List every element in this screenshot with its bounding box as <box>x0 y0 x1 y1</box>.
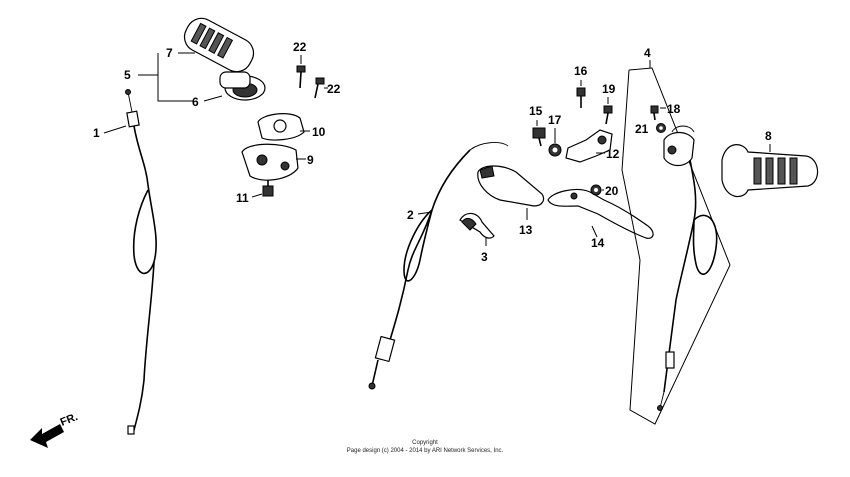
decompressor-cable[interactable] <box>657 159 718 411</box>
left-grip[interactable] <box>721 144 819 198</box>
label-22-a: 22 <box>293 40 307 54</box>
bolt-19[interactable] <box>603 105 613 125</box>
clutch-cable[interactable] <box>368 142 509 390</box>
washer-17[interactable] <box>548 143 562 157</box>
label-19: 19 <box>602 82 616 96</box>
bolt-15[interactable] <box>532 127 546 147</box>
bolt-16[interactable] <box>576 87 586 108</box>
lever-cover[interactable] <box>477 165 545 207</box>
label-10: 10 <box>312 125 326 139</box>
lever-holder[interactable] <box>565 129 613 163</box>
label-6: 6 <box>192 95 199 109</box>
screw-11[interactable] <box>262 180 274 197</box>
front-direction-arrow-icon <box>30 424 64 448</box>
throttle-housing-lower[interactable] <box>241 143 299 181</box>
label-17: 17 <box>548 113 562 127</box>
label-14: 14 <box>591 236 605 250</box>
lever-assembly-outline <box>621 67 731 425</box>
label-21: 21 <box>635 122 649 136</box>
throttle-pipe[interactable] <box>219 71 266 101</box>
label-3: 3 <box>481 250 488 264</box>
label-2: 2 <box>407 208 414 222</box>
throttle-cable[interactable] <box>125 89 157 435</box>
bolt-18[interactable] <box>650 105 659 121</box>
throttle-grip[interactable] <box>179 13 259 77</box>
label-5: 5 <box>124 68 131 82</box>
label-18: 18 <box>667 102 681 116</box>
cable-clip[interactable] <box>459 212 495 239</box>
label-15: 15 <box>529 104 543 118</box>
label-13: 13 <box>519 223 533 237</box>
screw-22-a[interactable] <box>296 65 306 89</box>
label-9: 9 <box>307 153 314 167</box>
decompressor-lever-holder[interactable] <box>663 125 695 167</box>
label-4: 4 <box>644 46 651 60</box>
label-12: 12 <box>606 147 620 161</box>
copyright-line-2: Page design (c) 2004 - 2014 by ARI Netwo… <box>346 448 504 454</box>
label-20: 20 <box>605 184 619 198</box>
front-direction-label: FR. <box>59 411 80 429</box>
throttle-housing-upper[interactable] <box>257 113 305 141</box>
label-11: 11 <box>236 191 249 205</box>
label-7: 7 <box>166 46 173 60</box>
label-8: 8 <box>765 129 772 143</box>
nut-20[interactable] <box>590 184 602 196</box>
label-1: 1 <box>93 126 100 140</box>
copyright-line-1: Copyright <box>412 440 438 446</box>
washer-21[interactable] <box>656 123 666 133</box>
label-22-b: 22 <box>327 82 341 96</box>
clutch-lever[interactable] <box>547 188 654 239</box>
label-16: 16 <box>574 64 588 78</box>
screw-22-b[interactable] <box>314 77 325 99</box>
